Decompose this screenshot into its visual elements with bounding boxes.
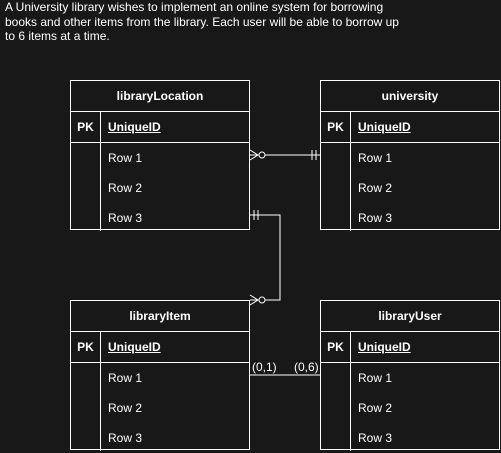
primary-key-row: PK UniqueID	[71, 112, 249, 143]
entity-row: Row 2	[108, 181, 143, 195]
key-field: UniqueID	[358, 340, 411, 354]
entity-title: libraryUser	[321, 301, 499, 332]
entity-body: Row 1 Row 2 Row 3	[71, 363, 249, 451]
entity-row: Row 1	[108, 151, 143, 165]
column-divider	[350, 363, 351, 451]
entity-row: Row 3	[108, 211, 143, 225]
key-field: UniqueID	[358, 120, 411, 134]
entity-row: Row 2	[358, 401, 393, 415]
primary-key-row: PK UniqueID	[71, 332, 249, 363]
entity-body: Row 1 Row 2 Row 3	[71, 143, 249, 231]
primary-key-row: PK UniqueID	[321, 112, 499, 143]
pk-label: PK	[321, 332, 351, 362]
cardinality-item-label: (0,1)	[252, 360, 277, 374]
column-divider	[350, 143, 351, 231]
connector-location-item	[249, 210, 281, 306]
entity-university[interactable]: university PK UniqueID Row 1 Row 2 Row 3	[320, 80, 500, 231]
pk-label: PK	[71, 112, 101, 142]
entity-library-item[interactable]: libraryItem PK UniqueID Row 1 Row 2 Row …	[70, 300, 250, 451]
column-divider	[100, 363, 101, 451]
entity-row: Row 3	[358, 431, 393, 445]
entity-row: Row 2	[358, 181, 393, 195]
connector-location-university	[249, 149, 320, 161]
entity-title: university	[321, 81, 499, 112]
column-divider	[100, 143, 101, 231]
entity-body: Row 1 Row 2 Row 3	[321, 143, 499, 231]
entity-row: Row 2	[108, 401, 143, 415]
entity-library-user[interactable]: libraryUser PK UniqueID Row 1 Row 2 Row …	[320, 300, 500, 451]
key-field: UniqueID	[108, 120, 161, 134]
entity-row: Row 1	[108, 371, 143, 385]
entity-row: Row 3	[108, 431, 143, 445]
pk-label: PK	[321, 112, 351, 142]
entity-row: Row 3	[358, 211, 393, 225]
primary-key-row: PK UniqueID	[321, 332, 499, 363]
entity-row: Row 1	[358, 371, 393, 385]
cardinality-user-label: (0,6)	[294, 360, 319, 374]
entity-title: libraryItem	[71, 301, 249, 332]
entity-title: libraryLocation	[71, 81, 249, 112]
key-field: UniqueID	[108, 340, 161, 354]
entity-body: Row 1 Row 2 Row 3	[321, 363, 499, 451]
description-text: A University library wishes to implement…	[5, 0, 399, 43]
entity-row: Row 1	[358, 151, 393, 165]
entity-library-location[interactable]: libraryLocation PK UniqueID Row 1 Row 2 …	[70, 80, 250, 231]
pk-label: PK	[71, 332, 101, 362]
